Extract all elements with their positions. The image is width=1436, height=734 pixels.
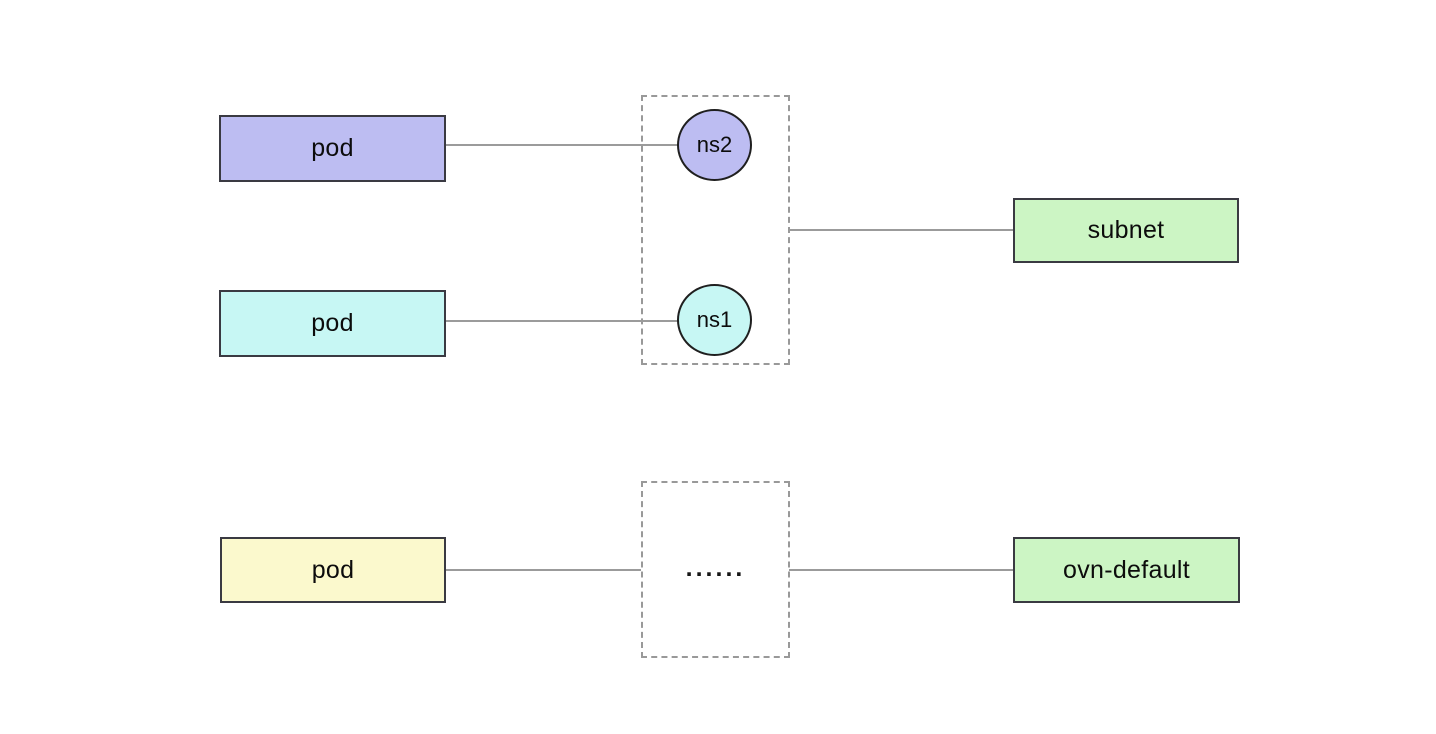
pod-yellow-label: pod (311, 555, 355, 584)
ns2-circle-node: ns2 (677, 109, 752, 181)
pod-purple-label: pod (311, 134, 354, 162)
ovn-default-node: ovn-default (1013, 537, 1240, 603)
ellipsis-dots: ...... (685, 553, 746, 582)
subnet-label: subnet (1087, 216, 1165, 244)
ns2-label: ns2 (696, 132, 733, 157)
subnet-node: subnet (1013, 198, 1239, 263)
pod-yellow-node: pod (220, 537, 446, 603)
edge-pod-to-ellipsis-group (445, 569, 641, 571)
ns1-circle-node: ns1 (677, 284, 752, 356)
pod-cyan-node: pod (219, 290, 446, 357)
edge-pod-to-ns2 (446, 144, 678, 146)
ovn-default-label: ovn-default (1063, 555, 1190, 584)
edge-ellipsis-group-to-ovn-default (789, 569, 1013, 571)
ns1-label: ns1 (696, 307, 733, 332)
pod-purple-node: pod (219, 115, 446, 182)
edge-namespaces-to-subnet (789, 229, 1013, 231)
edge-pod-to-ns1 (445, 320, 678, 322)
pod-cyan-label: pod (311, 309, 354, 337)
